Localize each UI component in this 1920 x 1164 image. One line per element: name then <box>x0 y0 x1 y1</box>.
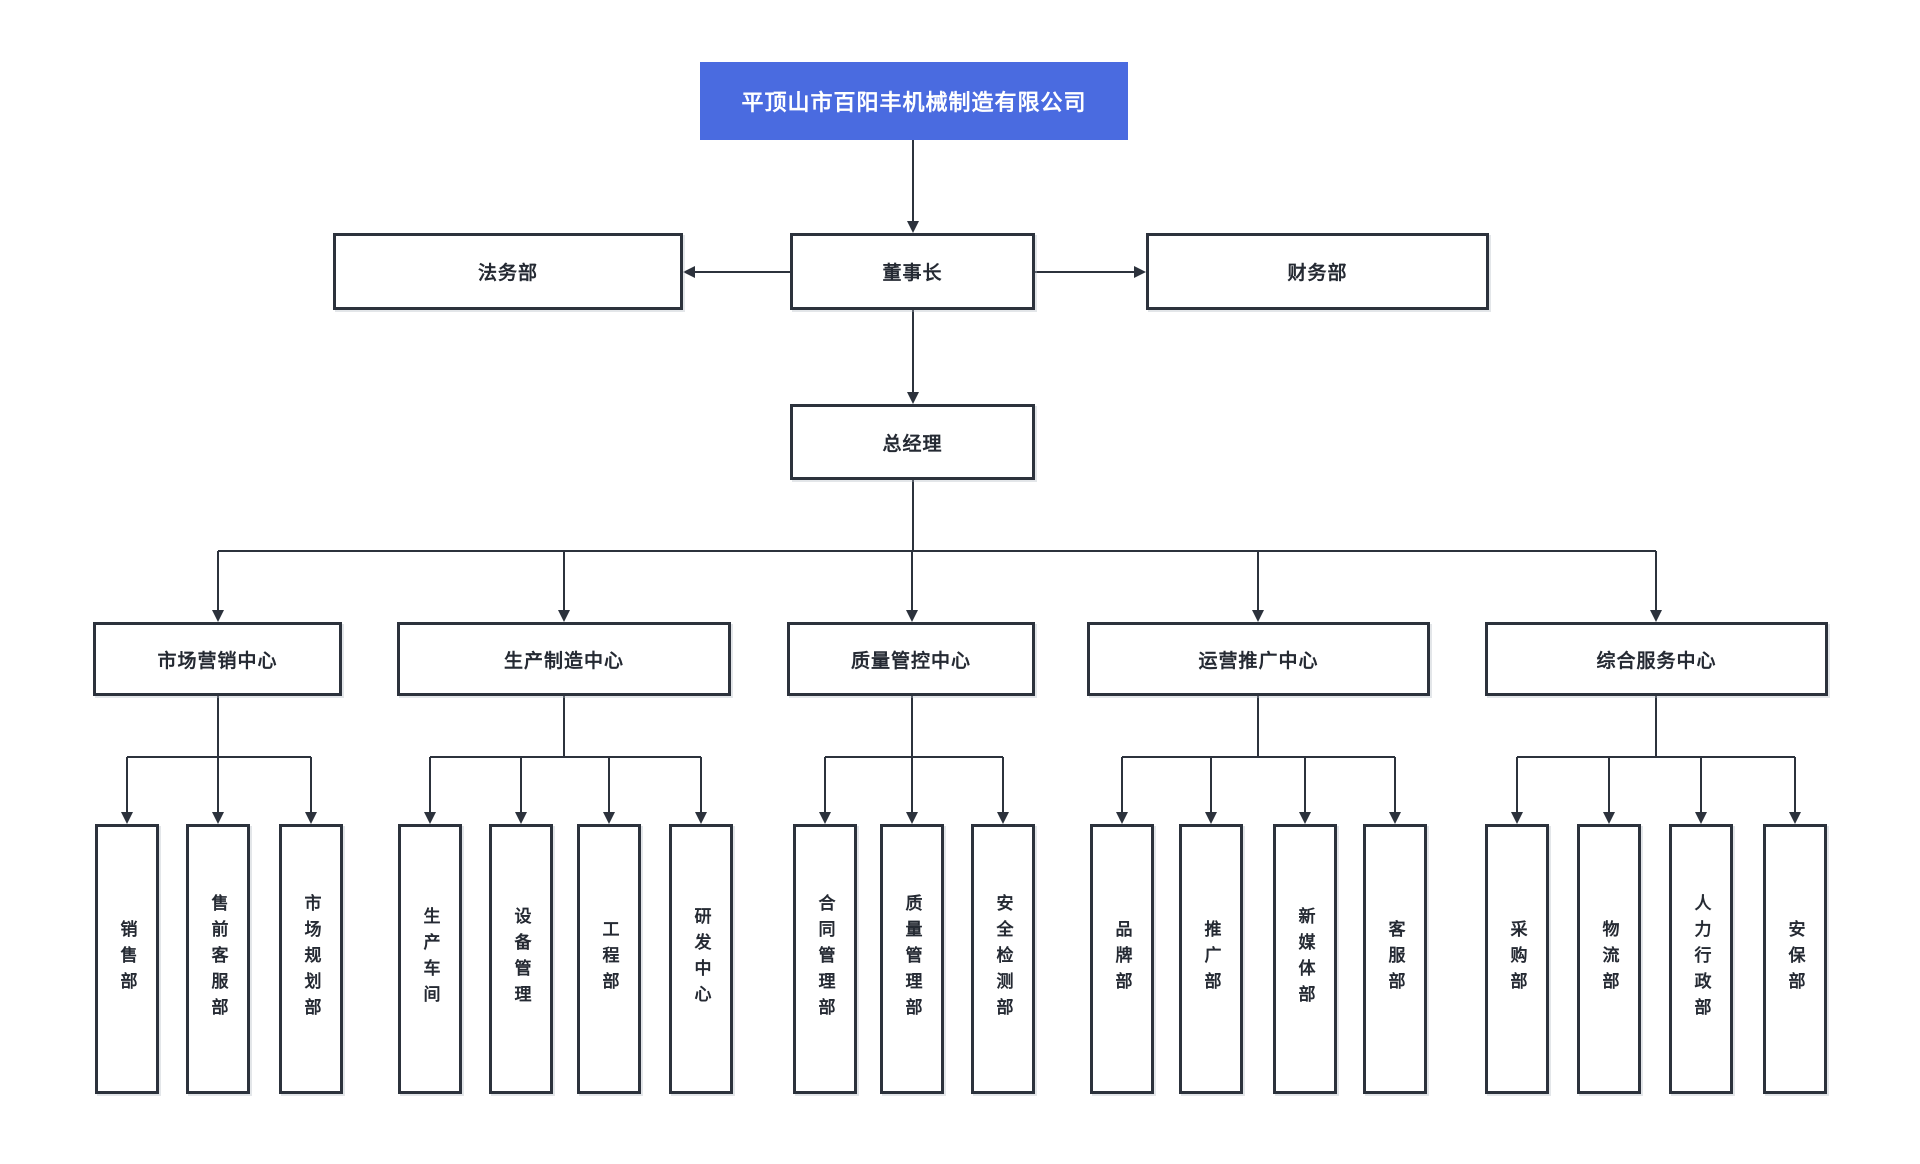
center-box-marketing: 市场营销中心 <box>93 622 342 696</box>
dept-label: 新媒体部 <box>1295 907 1315 1011</box>
dept-label: 物流部 <box>1599 920 1619 998</box>
dept-box-hr-admin: 人力行政部 <box>1669 824 1733 1094</box>
dept-label: 市场规划部 <box>301 894 321 1024</box>
dept-box-contract-management: 合同管理部 <box>793 824 857 1094</box>
center-box-quality: 质量管控中心 <box>787 622 1035 696</box>
dept-box-rd-center: 研发中心 <box>669 824 733 1094</box>
dept-box-production-workshop: 生产车间 <box>398 824 462 1094</box>
dept-box-safety-inspection: 安全检测部 <box>971 824 1035 1094</box>
dept-box-engineering: 工程部 <box>577 824 641 1094</box>
dept-box-customer-service: 客服部 <box>1363 824 1427 1094</box>
dept-box-promotion: 推广部 <box>1179 824 1243 1094</box>
center-box-production: 生产制造中心 <box>397 622 731 696</box>
dept-label: 质量管理部 <box>902 894 922 1024</box>
dept-label: 采购部 <box>1507 920 1527 998</box>
dept-label: 设备管理 <box>511 907 531 1011</box>
dept-label: 安保部 <box>1785 920 1805 998</box>
dept-label: 售前客服部 <box>208 894 228 1024</box>
general-manager-box: 总经理 <box>790 404 1035 480</box>
dept-box-security: 安保部 <box>1763 824 1827 1094</box>
dept-label: 工程部 <box>599 920 619 998</box>
dept-label: 研发中心 <box>691 907 711 1011</box>
dept-box-equipment-management: 设备管理 <box>489 824 553 1094</box>
dept-box-procurement: 采购部 <box>1485 824 1549 1094</box>
dept-box-new-media: 新媒体部 <box>1273 824 1337 1094</box>
company-box: 平顶山市百阳丰机械制造有限公司 <box>700 62 1128 140</box>
dept-label: 人力行政部 <box>1691 894 1711 1024</box>
dept-label: 合同管理部 <box>815 894 835 1024</box>
legal-dept-box: 法务部 <box>333 233 683 310</box>
finance-dept-box: 财务部 <box>1146 233 1489 310</box>
dept-box-market-planning: 市场规划部 <box>279 824 343 1094</box>
dept-label: 安全检测部 <box>993 894 1013 1024</box>
dept-box-quality-management: 质量管理部 <box>880 824 944 1094</box>
dept-box-logistics: 物流部 <box>1577 824 1641 1094</box>
chairman-box: 董事长 <box>790 233 1035 310</box>
dept-label: 推广部 <box>1201 920 1221 998</box>
center-box-services: 综合服务中心 <box>1485 622 1828 696</box>
dept-label: 品牌部 <box>1112 920 1132 998</box>
dept-label: 客服部 <box>1385 920 1405 998</box>
dept-box-presales-service: 售前客服部 <box>186 824 250 1094</box>
dept-box-brand: 品牌部 <box>1090 824 1154 1094</box>
dept-label: 生产车间 <box>420 907 440 1011</box>
center-box-operations: 运营推广中心 <box>1087 622 1430 696</box>
dept-label: 销售部 <box>117 920 137 998</box>
dept-box-sales: 销售部 <box>95 824 159 1094</box>
